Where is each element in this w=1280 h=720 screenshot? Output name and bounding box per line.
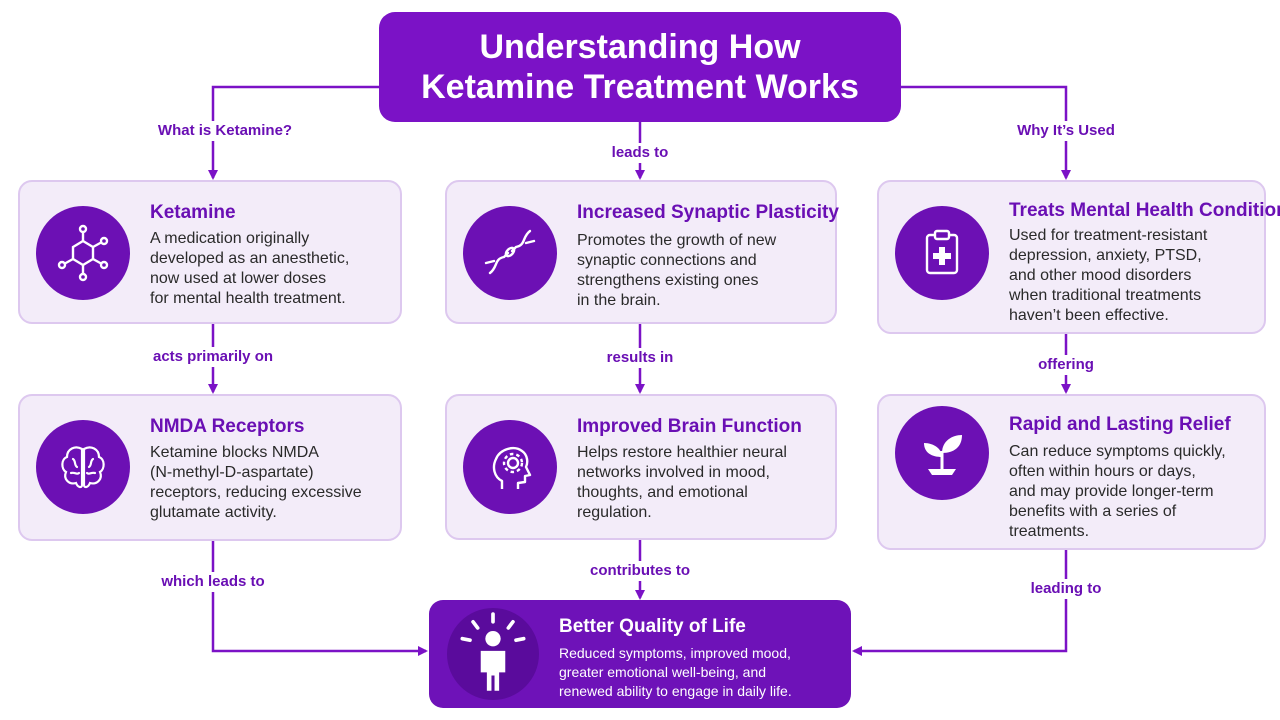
label-why-used: Why It’s Used — [1013, 121, 1119, 141]
head-gear-icon — [463, 420, 557, 514]
card-brain-function-desc: Helps restore healthier neural networks … — [577, 444, 787, 521]
final-outcome-desc: Reduced symptoms, improved mood, greater… — [559, 645, 792, 699]
card-nmda-desc: Ketamine blocks NMDA (N-methyl-D-asparta… — [150, 444, 362, 521]
card-mental-health-conditions: Treats Mental Health Conditions Used for… — [877, 180, 1280, 334]
label-which-leads-to: which leads to — [157, 572, 269, 592]
connector-title-to-ketamine — [208, 85, 380, 180]
card-rapid-lasting-relief: Rapid and Lasting Relief Can reduce symp… — [877, 394, 1266, 550]
card-ketamine: Ketamine A medication originally develop… — [18, 180, 402, 324]
label-offering: offering — [1034, 355, 1098, 375]
card-relief-desc: Can reduce symptoms quickly, often withi… — [1009, 443, 1226, 540]
card-ketamine-desc: A medication originally developed as an … — [150, 230, 350, 307]
person-radiant-icon — [447, 608, 539, 700]
label-acts-primarily-on: acts primarily on — [148, 347, 278, 367]
label-leads-to: leads to — [607, 143, 673, 163]
card-brain-function-title: Improved Brain Function — [577, 416, 802, 437]
card-improved-brain-function: Improved Brain Function Helps restore he… — [445, 394, 837, 540]
card-synaptic-plasticity: Increased Synaptic Plasticity Promotes t… — [445, 180, 839, 324]
connector-nmda-to-final — [211, 541, 428, 656]
card-nmda-title: NMDA Receptors — [150, 416, 305, 437]
label-leading-to: leading to — [1026, 579, 1106, 599]
card-ketamine-title: Ketamine — [150, 202, 236, 223]
connector-relief-to-final — [852, 550, 1068, 656]
card-conditions-title: Treats Mental Health Conditions — [1009, 200, 1280, 221]
label-contributes-to: contributes to — [586, 561, 694, 581]
molecule-icon — [36, 206, 130, 300]
title-line-1: Understanding How — [479, 28, 801, 66]
sprout-icon — [895, 406, 989, 500]
card-plasticity-title: Increased Synaptic Plasticity — [577, 202, 839, 223]
synapse-icon — [463, 206, 557, 300]
page-title: Understanding How Ketamine Treatment Wor… — [379, 12, 901, 122]
final-outcome-title: Better Quality of Life — [559, 616, 746, 637]
brain-icon — [36, 420, 130, 514]
card-conditions-desc: Used for treatment-resistant depression,… — [1009, 227, 1208, 324]
card-nmda-receptors: NMDA Receptors Ketamine blocks NMDA (N-m… — [18, 394, 402, 541]
connector-title-to-conditions — [900, 85, 1071, 180]
final-outcome-box: Better Quality of Life Reduced symptoms,… — [429, 600, 851, 708]
label-what-is-ketamine: What is Ketamine? — [153, 121, 297, 141]
clipboard-medical-icon — [895, 206, 989, 300]
title-line-2: Ketamine Treatment Works — [421, 68, 859, 106]
card-relief-title: Rapid and Lasting Relief — [1009, 414, 1231, 435]
label-results-in: results in — [602, 348, 678, 368]
card-plasticity-desc: Promotes the growth of new synaptic conn… — [577, 232, 777, 309]
